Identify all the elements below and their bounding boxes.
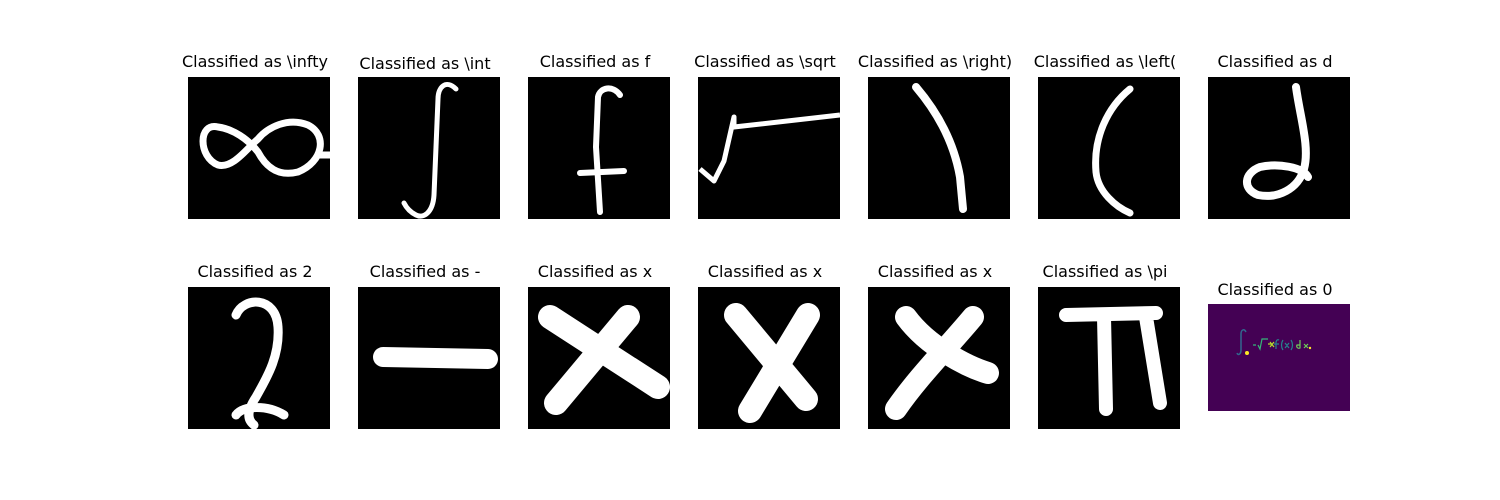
cell-title: Classified as x — [877, 262, 993, 281]
cell-title: Classified as 0 — [1217, 280, 1333, 299]
right-paren-glyph-icon — [868, 77, 1010, 219]
minus-glyph-icon — [358, 287, 500, 429]
letter-f-glyph-icon — [528, 77, 670, 219]
cell-title: Classified as \int — [359, 54, 491, 73]
letter-x-glyph-icon — [698, 287, 840, 429]
cell-title: Classified as \left( — [1033, 52, 1177, 71]
cell-title: Classified as x — [707, 262, 823, 281]
cell-title: Classified as \infty — [182, 52, 328, 71]
left-paren-glyph-icon — [1038, 77, 1180, 219]
pi-glyph-icon — [1038, 287, 1180, 429]
cell-title: Classified as x — [537, 262, 653, 281]
infinity-glyph-icon — [188, 77, 330, 219]
sqrt-glyph-icon — [698, 77, 840, 219]
equation-thumbnail-icon — [1208, 304, 1350, 411]
integral-glyph-icon — [358, 77, 500, 219]
cell-title: Classified as f — [539, 52, 651, 71]
cell-title: Classified as 2 — [197, 262, 313, 281]
cell-title: Classified as \pi — [1042, 262, 1168, 281]
letter-x-glyph-icon — [528, 287, 670, 429]
letter-d-glyph-icon — [1208, 77, 1350, 219]
cell-title: Classified as \sqrt — [694, 52, 836, 71]
letter-x-glyph-icon — [868, 287, 1010, 429]
cell-title: Classified as \right) — [857, 52, 1013, 71]
cell-title: Classified as - — [369, 262, 481, 281]
cell-title: Classified as d — [1217, 52, 1333, 71]
digit-2-glyph-icon — [188, 287, 330, 429]
